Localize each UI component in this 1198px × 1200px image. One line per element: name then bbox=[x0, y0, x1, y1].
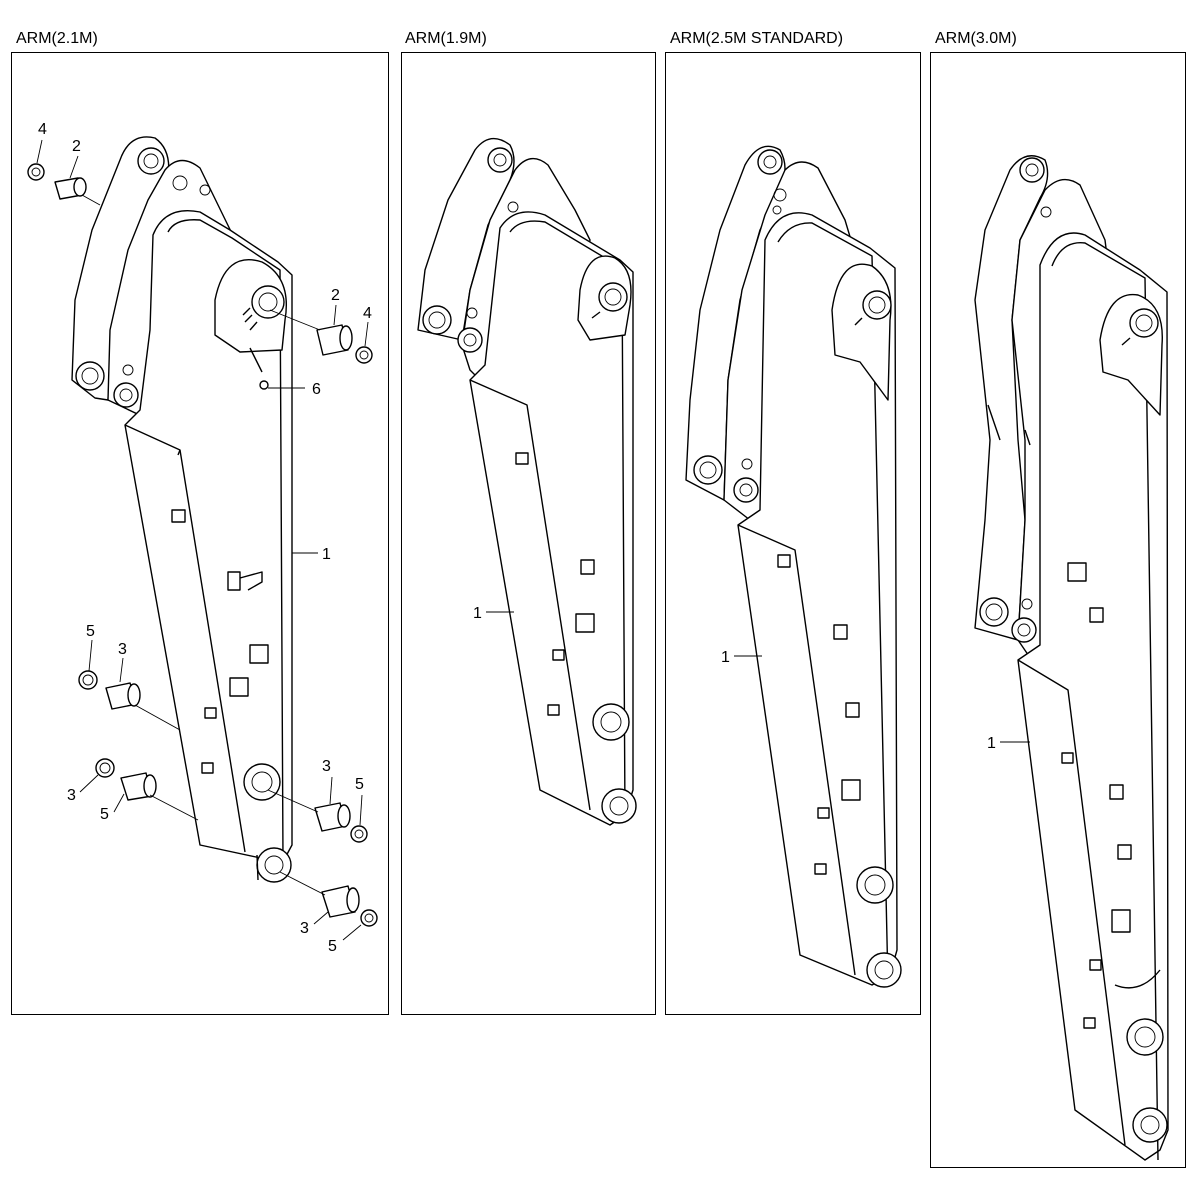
arm-3-0m-drawing: 1 bbox=[974, 155, 1169, 1161]
callout-label: 1 bbox=[721, 649, 730, 666]
callout-label: 5 bbox=[328, 938, 337, 955]
callout-label: 3 bbox=[67, 787, 76, 804]
callout-label: 3 bbox=[322, 758, 331, 775]
callout-label: 3 bbox=[300, 920, 309, 937]
arm-1-9m-drawing: 1 bbox=[417, 137, 637, 826]
callout-label: 3 bbox=[118, 641, 127, 658]
callout-label: 4 bbox=[38, 121, 47, 138]
panel-title-arm-2-1m: ARM(2.1M) bbox=[16, 30, 98, 47]
panel-title-arm-2-5m-standard: ARM(2.5M STANDARD) bbox=[670, 30, 844, 47]
callout-label: 1 bbox=[322, 546, 331, 563]
callout-label: 2 bbox=[72, 138, 81, 155]
panel-title-arm-1-9m: ARM(1.9M) bbox=[405, 30, 487, 47]
arm-2-5m-drawing: 1 bbox=[685, 145, 902, 988]
callout-label: 4 bbox=[363, 305, 372, 322]
callout-label: 5 bbox=[355, 776, 364, 793]
arm-2-1m-drawing: 4 2 2 4 6 1 5 3 5 3 3 5 3 5 bbox=[27, 121, 378, 955]
callout-label: 5 bbox=[100, 806, 109, 823]
callout-label: 6 bbox=[312, 381, 321, 398]
panel-title-arm-3-0m: ARM(3.0M) bbox=[935, 30, 1017, 47]
callout-label: 2 bbox=[331, 287, 340, 304]
callout-label: 1 bbox=[473, 605, 482, 622]
callout-label: 1 bbox=[987, 735, 996, 752]
callout-label: 5 bbox=[86, 623, 95, 640]
